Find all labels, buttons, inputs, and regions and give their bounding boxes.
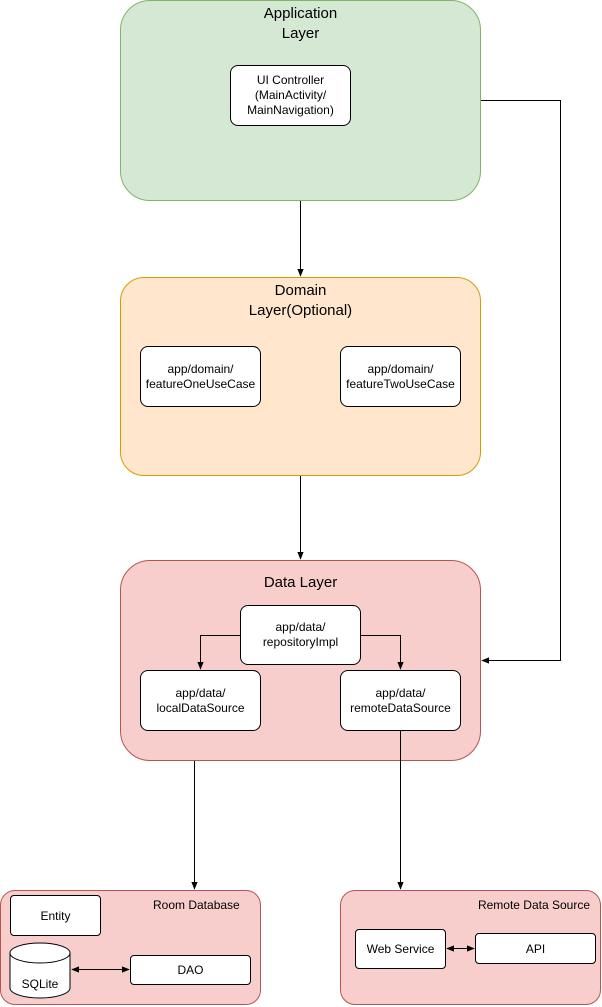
feature-two-use-case-box[interactable]: app/domain/ featureTwoUseCase [340,346,461,407]
feature-two-use-case-line1: app/domain/ [367,361,434,376]
local-data-source-box[interactable]: app/data/ localDataSource [140,670,261,731]
domain-layer-title-line1: Domain [274,282,327,299]
api-box[interactable]: API [475,933,596,964]
feature-one-use-case-line1: app/domain/ [167,361,234,376]
ui-controller-line2: (MainActivity/ [254,88,327,102]
entity-box[interactable]: Entity [10,895,101,936]
domain-layer-title: Domain Layer(Optional) [121,278,480,321]
feature-one-use-case-box[interactable]: app/domain/ featureOneUseCase [140,346,261,407]
data-layer-title: Data Layer [263,574,338,591]
remote-data-source-line2: remoteDataSource [350,700,451,715]
app-to-data-bypass-arrow [481,100,561,664]
repository-impl-line2: repositoryImpl [262,635,339,649]
room-database-title: Room Database [153,898,240,912]
web-service-box[interactable]: Web Service [355,929,446,969]
repository-impl-box[interactable]: app/data/ repositoryImpl [240,605,361,665]
repository-to-remote-arrow [361,635,404,670]
local-data-source-line2: localDataSource [156,700,245,715]
application-layer-title: Application Layer [121,1,480,44]
feature-one-use-case-line2: featureOneUseCase [145,376,256,391]
ui-controller-box[interactable]: UI Controller (MainActivity/ MainNavigat… [230,65,351,126]
ui-controller-line3: MainNavigation) [247,103,334,117]
application-layer-title-line1: Application [263,5,338,22]
dao-box[interactable]: DAO [130,955,251,985]
application-layer-title-line2: Layer [281,25,320,42]
remote-data-source-title: Remote Data Source [477,898,590,912]
ui-controller-line1: UI Controller [256,73,325,87]
sqlite-label: SQLite [22,977,59,991]
sqlite-cylinder[interactable]: SQLite [9,942,71,999]
repository-impl-line1: app/data/ [275,620,326,634]
repository-to-local-arrow [197,635,240,670]
remote-data-source-line1: app/data/ [375,685,426,700]
domain-layer-title-line2: Layer(Optional) [248,302,353,319]
remote-data-source-box[interactable]: app/data/ remoteDataSource [340,670,461,731]
local-data-source-line1: app/data/ [175,685,226,700]
feature-two-use-case-line2: featureTwoUseCase [346,376,455,391]
